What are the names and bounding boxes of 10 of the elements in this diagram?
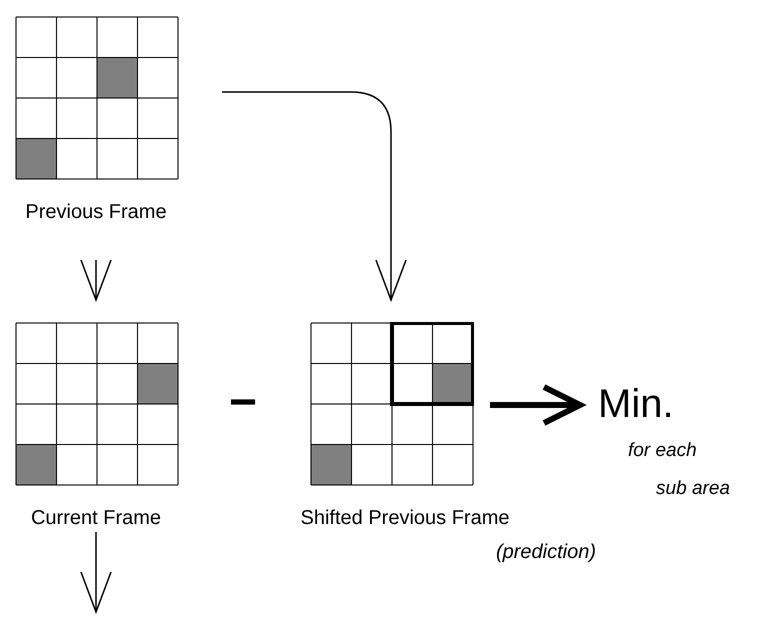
minus-sign: − bbox=[229, 379, 258, 427]
result-text: Min. bbox=[598, 381, 674, 428]
arrow bbox=[80, 532, 112, 613]
arrow bbox=[80, 259, 112, 301]
frame-label: Current Frame bbox=[30, 506, 162, 530]
frame-label: Shifted Previous Frame bbox=[300, 506, 510, 530]
frame-note: (prediction) bbox=[496, 540, 596, 564]
arrow bbox=[222, 91, 407, 301]
note-text: for each sub area bbox=[628, 439, 730, 501]
frame-label: Previous Frame bbox=[25, 200, 167, 224]
